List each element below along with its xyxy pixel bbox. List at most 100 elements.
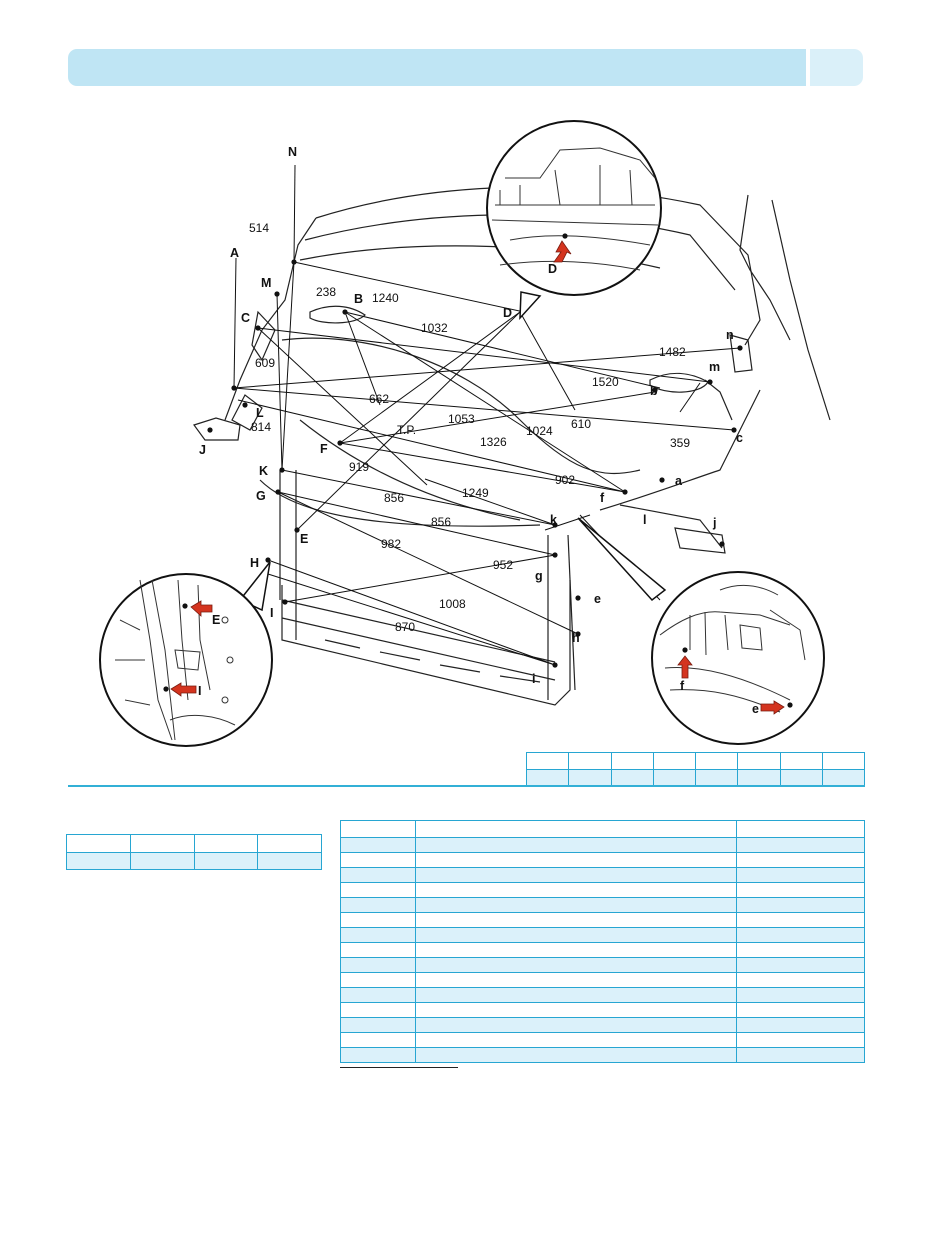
point-label: G <box>256 489 266 503</box>
dimension-label: 1249 <box>462 486 489 500</box>
table-cell <box>736 837 865 853</box>
table-cell <box>736 867 865 883</box>
header-title-band <box>68 49 806 86</box>
table-cell <box>610 752 654 770</box>
dimension-label: 1240 <box>372 291 399 305</box>
page-header-bar <box>68 49 863 86</box>
point-label: B <box>354 292 363 306</box>
indicator-arrow <box>760 700 785 715</box>
dimension-label: 1520 <box>592 375 619 389</box>
table-cell <box>736 957 865 973</box>
point-label: c <box>736 431 743 445</box>
inset-detail-right: f e <box>577 517 825 745</box>
body-structure-sketch <box>193 186 831 706</box>
table-cell <box>736 987 865 1003</box>
table-cell <box>193 834 259 853</box>
dimension-label: 1032 <box>421 321 448 335</box>
point-label: e <box>594 592 601 606</box>
table-cell <box>257 852 322 870</box>
table-cell <box>610 769 654 787</box>
indicator-arrow <box>190 600 213 617</box>
summary-table <box>66 834 322 870</box>
body-dimension-diagram: 514 238 1240 1032 609 814 662 919 1053 1… <box>99 120 831 747</box>
indicator-arrow <box>553 240 572 263</box>
table-cell <box>415 1002 737 1018</box>
table-cell <box>736 927 865 943</box>
table-cell <box>736 882 865 898</box>
reference-point-dots <box>207 259 743 668</box>
indicator-arrow <box>170 682 197 697</box>
inset-point-label: f <box>680 679 685 693</box>
table-cell <box>193 852 259 870</box>
dimension-label: 238 <box>316 285 336 299</box>
inset-point-label: e <box>752 702 759 716</box>
dimension-label: 1053 <box>448 412 475 426</box>
point-label: n <box>726 328 734 342</box>
dimension-label: 870 <box>395 620 415 634</box>
table-cell <box>340 867 416 883</box>
dimension-lines <box>233 164 741 666</box>
point-label: H <box>250 556 259 570</box>
table-cell <box>568 769 612 787</box>
table-cell <box>340 927 416 943</box>
table-cell <box>340 1047 416 1063</box>
table-cell <box>66 834 131 853</box>
table-header-cell <box>415 820 737 838</box>
table-cell <box>415 1047 737 1063</box>
point-label: K <box>259 464 268 478</box>
dimension-label: 609 <box>255 356 275 370</box>
table-cell <box>736 852 865 868</box>
table-cell <box>415 882 737 898</box>
point-label: N <box>288 145 297 159</box>
table-cell <box>415 927 737 943</box>
table-cell <box>415 957 737 973</box>
dimension-label: 1482 <box>659 345 686 359</box>
table-cell <box>415 852 737 868</box>
point-label: F <box>320 442 328 456</box>
table-cell <box>736 972 865 988</box>
table-cell <box>340 852 416 868</box>
table-cell <box>129 852 195 870</box>
table-header-cell <box>736 820 865 838</box>
inset-point-label: I <box>198 684 201 698</box>
point-label: i <box>532 672 535 686</box>
table-cell <box>257 834 322 853</box>
table-cell <box>340 1017 416 1033</box>
table-cell <box>340 1002 416 1018</box>
table-cell <box>415 1017 737 1033</box>
table-cell <box>415 972 737 988</box>
dimension-label: 919 <box>349 460 369 474</box>
dimension-label: 982 <box>381 537 401 551</box>
legend-strip-table <box>525 752 866 787</box>
table-cell <box>340 987 416 1003</box>
table-cell <box>415 912 737 928</box>
table-cell <box>736 1047 865 1063</box>
table-cell <box>736 912 865 928</box>
dimension-label: 952 <box>493 558 513 572</box>
point-label: M <box>261 276 271 290</box>
dimension-label: 1024 <box>526 424 553 438</box>
table-cell <box>340 972 416 988</box>
dimension-spec-table <box>340 820 865 1063</box>
footnote-rule <box>340 1067 458 1068</box>
point-label: b <box>650 384 658 398</box>
point-label: g <box>535 569 543 583</box>
dimension-label: 814 <box>251 420 271 434</box>
table-cell <box>652 752 697 770</box>
table-cell <box>129 834 195 853</box>
dimension-labels: 514 238 1240 1032 609 814 662 919 1053 1… <box>249 221 690 634</box>
point-label: J <box>199 443 206 457</box>
point-label: a <box>675 474 683 488</box>
table-cell <box>568 752 612 770</box>
dimension-label: 662 <box>369 392 389 406</box>
table-cell <box>415 1032 737 1048</box>
point-label: C <box>241 311 250 325</box>
table-cell <box>340 897 416 913</box>
table-cell <box>737 769 781 787</box>
dimension-label: 359 <box>670 436 690 450</box>
table-cell <box>736 942 865 958</box>
dimension-label: 1326 <box>480 435 507 449</box>
indicator-arrow <box>677 655 693 679</box>
table-cell <box>694 769 739 787</box>
table-cell <box>525 752 570 770</box>
